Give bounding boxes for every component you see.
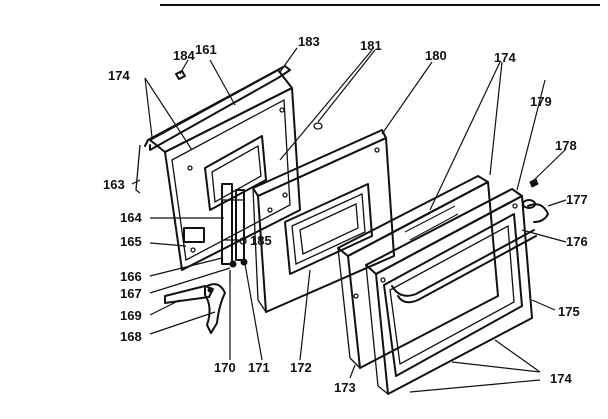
label-167: 167 — [120, 286, 142, 301]
label-175: 175 — [558, 304, 580, 319]
label-177: 177 — [566, 192, 588, 207]
label-172: 172 — [290, 360, 312, 375]
label-171: 171 — [248, 360, 270, 375]
label-164: 164 — [120, 210, 142, 225]
label-183: 183 — [298, 34, 320, 49]
label-163: 163 — [103, 177, 125, 192]
outer-door-frame — [365, 188, 533, 395]
leader-lines — [131, 47, 567, 393]
label-176: 176 — [566, 234, 588, 249]
part-labels: 184 161 183 181 180 174 179 178 177 176 … — [103, 34, 588, 395]
label-180: 180 — [425, 48, 447, 63]
screw-181 — [313, 122, 323, 130]
label-161: 161 — [195, 42, 217, 57]
glass-panel — [337, 175, 499, 369]
label-184: 184 — [173, 48, 195, 63]
label-179: 179 — [530, 94, 552, 109]
label-165: 165 — [120, 234, 142, 249]
label-169: 169 — [120, 308, 142, 323]
label-173: 173 — [334, 380, 356, 395]
label-174-bottom: 174 — [550, 371, 572, 386]
door-liner — [252, 129, 395, 313]
door-gasket — [135, 65, 291, 194]
hinge-arm — [164, 283, 226, 334]
label-168: 168 — [120, 329, 142, 344]
hinge-assembly — [183, 183, 247, 268]
label-174-left: 174 — [108, 68, 130, 83]
label-174-top: 174 — [494, 50, 516, 65]
screws-170-171 — [229, 258, 248, 285]
clip-184 — [175, 70, 186, 80]
label-181: 181 — [360, 38, 382, 53]
door-handle — [391, 178, 549, 304]
label-185: 185 — [250, 233, 272, 248]
label-178: 178 — [555, 138, 577, 153]
label-170: 170 — [214, 360, 236, 375]
label-166: 166 — [120, 269, 142, 284]
